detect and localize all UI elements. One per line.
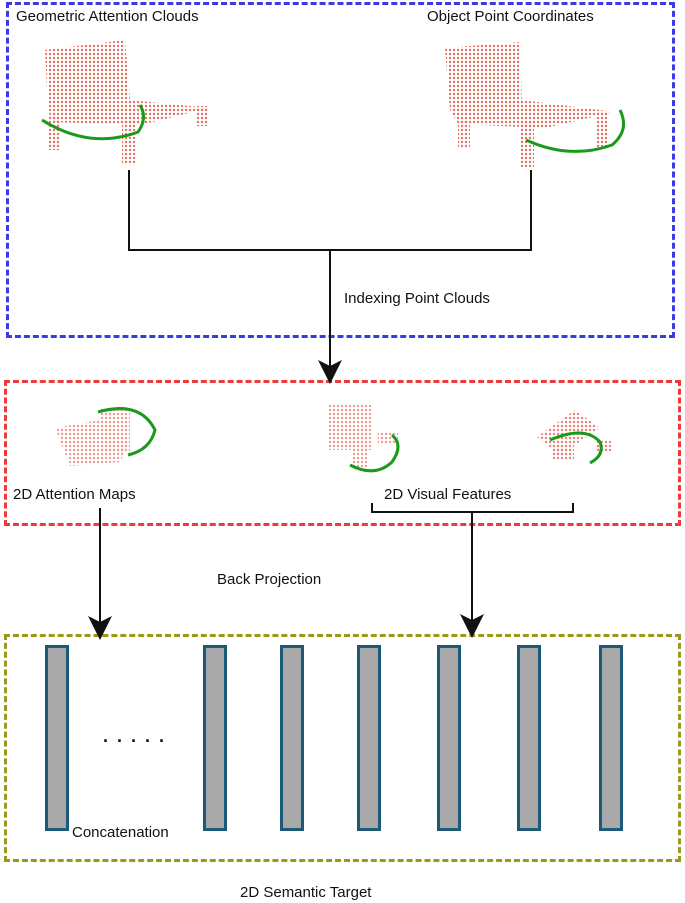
ellipsis-dots: . . . . . — [103, 726, 167, 746]
point-cloud-group-box — [6, 2, 675, 338]
concatenation-label: Concatenation — [72, 824, 169, 841]
object-point-coordinates-label: Object Point Coordinates — [427, 8, 594, 25]
indexing-point-clouds-label: Indexing Point Clouds — [344, 290, 490, 307]
semantic-target-2d-label: 2D Semantic Target — [240, 884, 372, 901]
visual-features-2d-label: 2D Visual Features — [384, 486, 512, 503]
feature-bar — [357, 645, 381, 831]
feature-bar — [45, 645, 69, 831]
projection-group-box — [4, 380, 681, 526]
feature-bar — [280, 645, 304, 831]
feature-bar — [437, 645, 461, 831]
feature-bar — [599, 645, 623, 831]
feature-bar — [517, 645, 541, 831]
attention-maps-2d-label: 2D Attention Maps — [13, 486, 136, 503]
geometric-attention-clouds-label: Geometric Attention Clouds — [16, 8, 199, 25]
semantic-target-group-box — [4, 634, 681, 862]
back-projection-label: Back Projection — [217, 571, 322, 588]
feature-bar — [203, 645, 227, 831]
